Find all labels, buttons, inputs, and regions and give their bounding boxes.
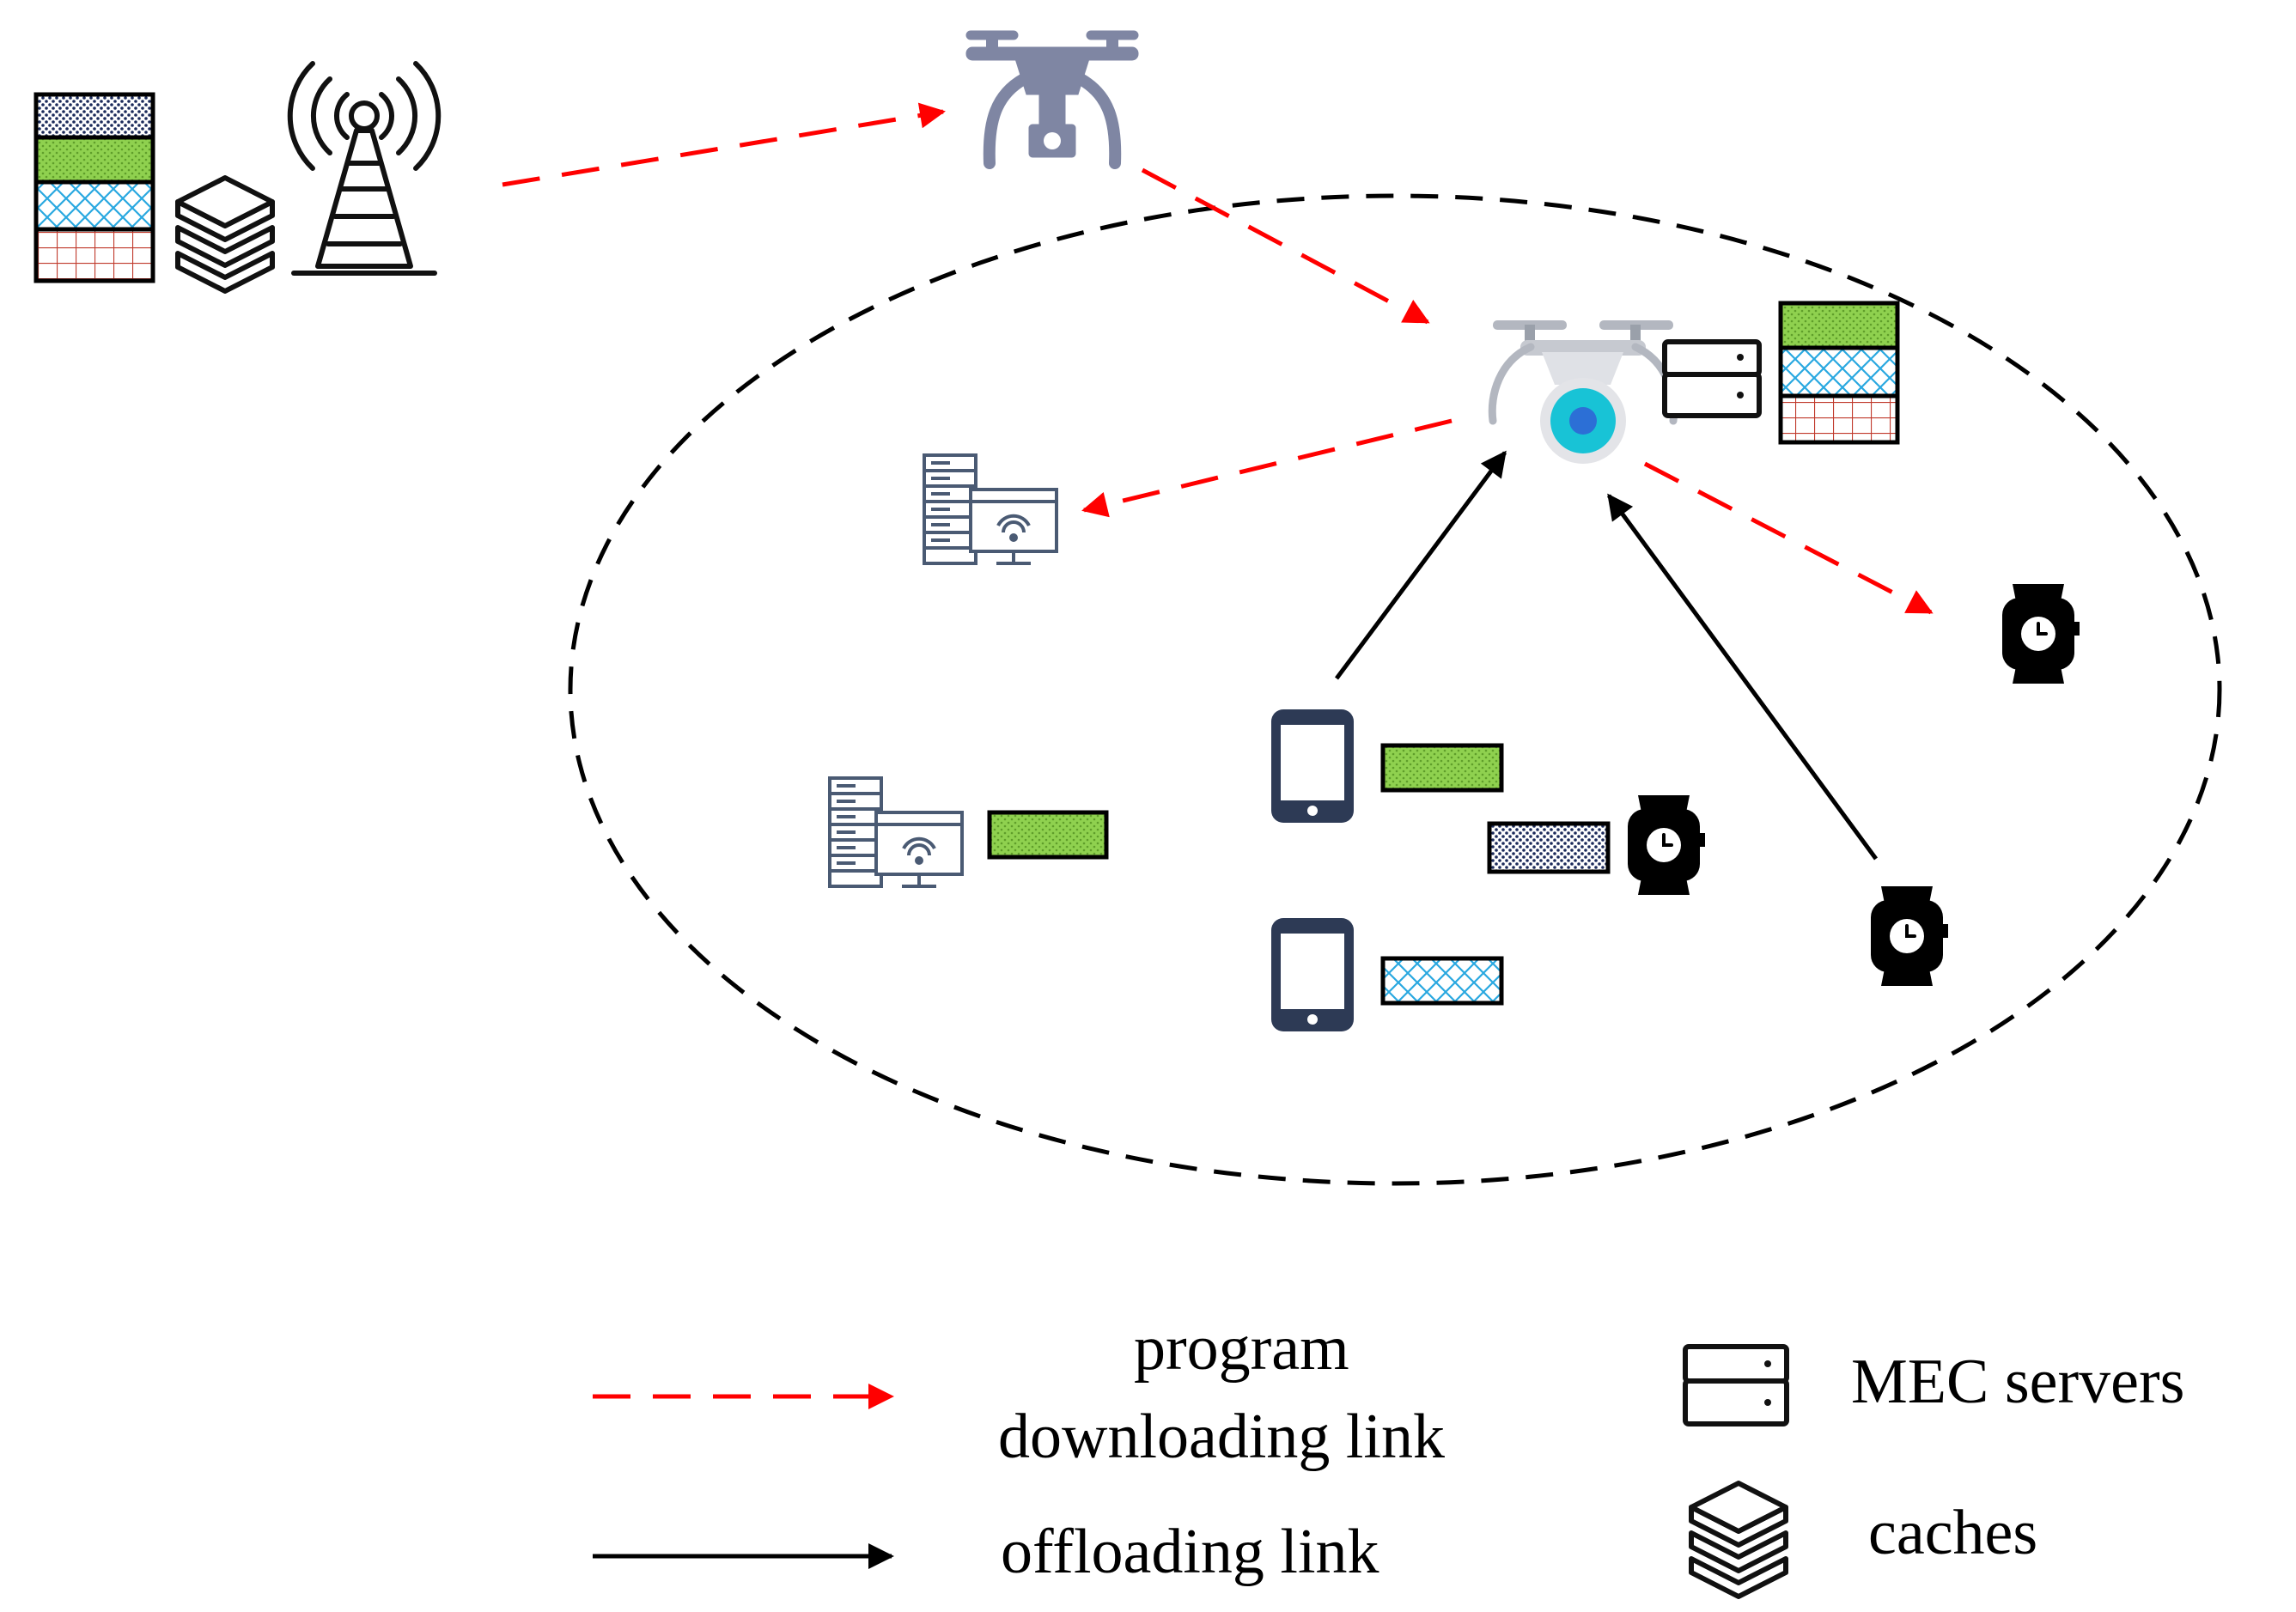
computer-server-icon — [923, 453, 1058, 565]
program-block — [1380, 743, 1504, 793]
uav-program-storage — [1778, 301, 1900, 445]
base-station-icon — [287, 61, 442, 276]
legend-download-label-line2: downloading link — [998, 1402, 1446, 1472]
drone-icon — [965, 30, 1139, 169]
legend-download-label-line1: program — [1134, 1313, 1349, 1384]
program-downloading-link — [1643, 461, 1934, 615]
cloud-program-storage — [33, 92, 155, 283]
smartwatch-icon — [1871, 886, 1948, 986]
uav-mec-icon — [1488, 320, 1678, 464]
smartphone-icon — [1271, 918, 1354, 1031]
program-block — [1380, 956, 1504, 1006]
legend-mec-label: MEC servers — [1851, 1347, 2185, 1417]
program-downloading-link — [1141, 167, 1430, 325]
legend-caches-label: caches — [1868, 1498, 2038, 1568]
program-block — [1487, 821, 1611, 874]
legend-offload-label: offloading link — [1001, 1517, 1379, 1587]
coverage-area — [568, 193, 2222, 1186]
cache-stack-icon — [175, 175, 275, 294]
smartwatch-icon — [2002, 584, 2080, 684]
program-block — [987, 810, 1109, 860]
offloading-link — [1606, 493, 1879, 861]
program-downloading-link — [502, 102, 946, 187]
offloading-link — [1334, 450, 1507, 680]
smartwatch-icon — [1628, 795, 1705, 895]
legend-cache-stack-icon — [1689, 1481, 1788, 1599]
mec-server-icon — [1662, 339, 1762, 418]
legend-mec-server-icon — [1683, 1344, 1789, 1426]
smartphone-icon — [1271, 709, 1354, 823]
computer-server-icon — [828, 776, 964, 888]
legend — [593, 1344, 1789, 1599]
program-downloading-link — [1081, 418, 1453, 518]
